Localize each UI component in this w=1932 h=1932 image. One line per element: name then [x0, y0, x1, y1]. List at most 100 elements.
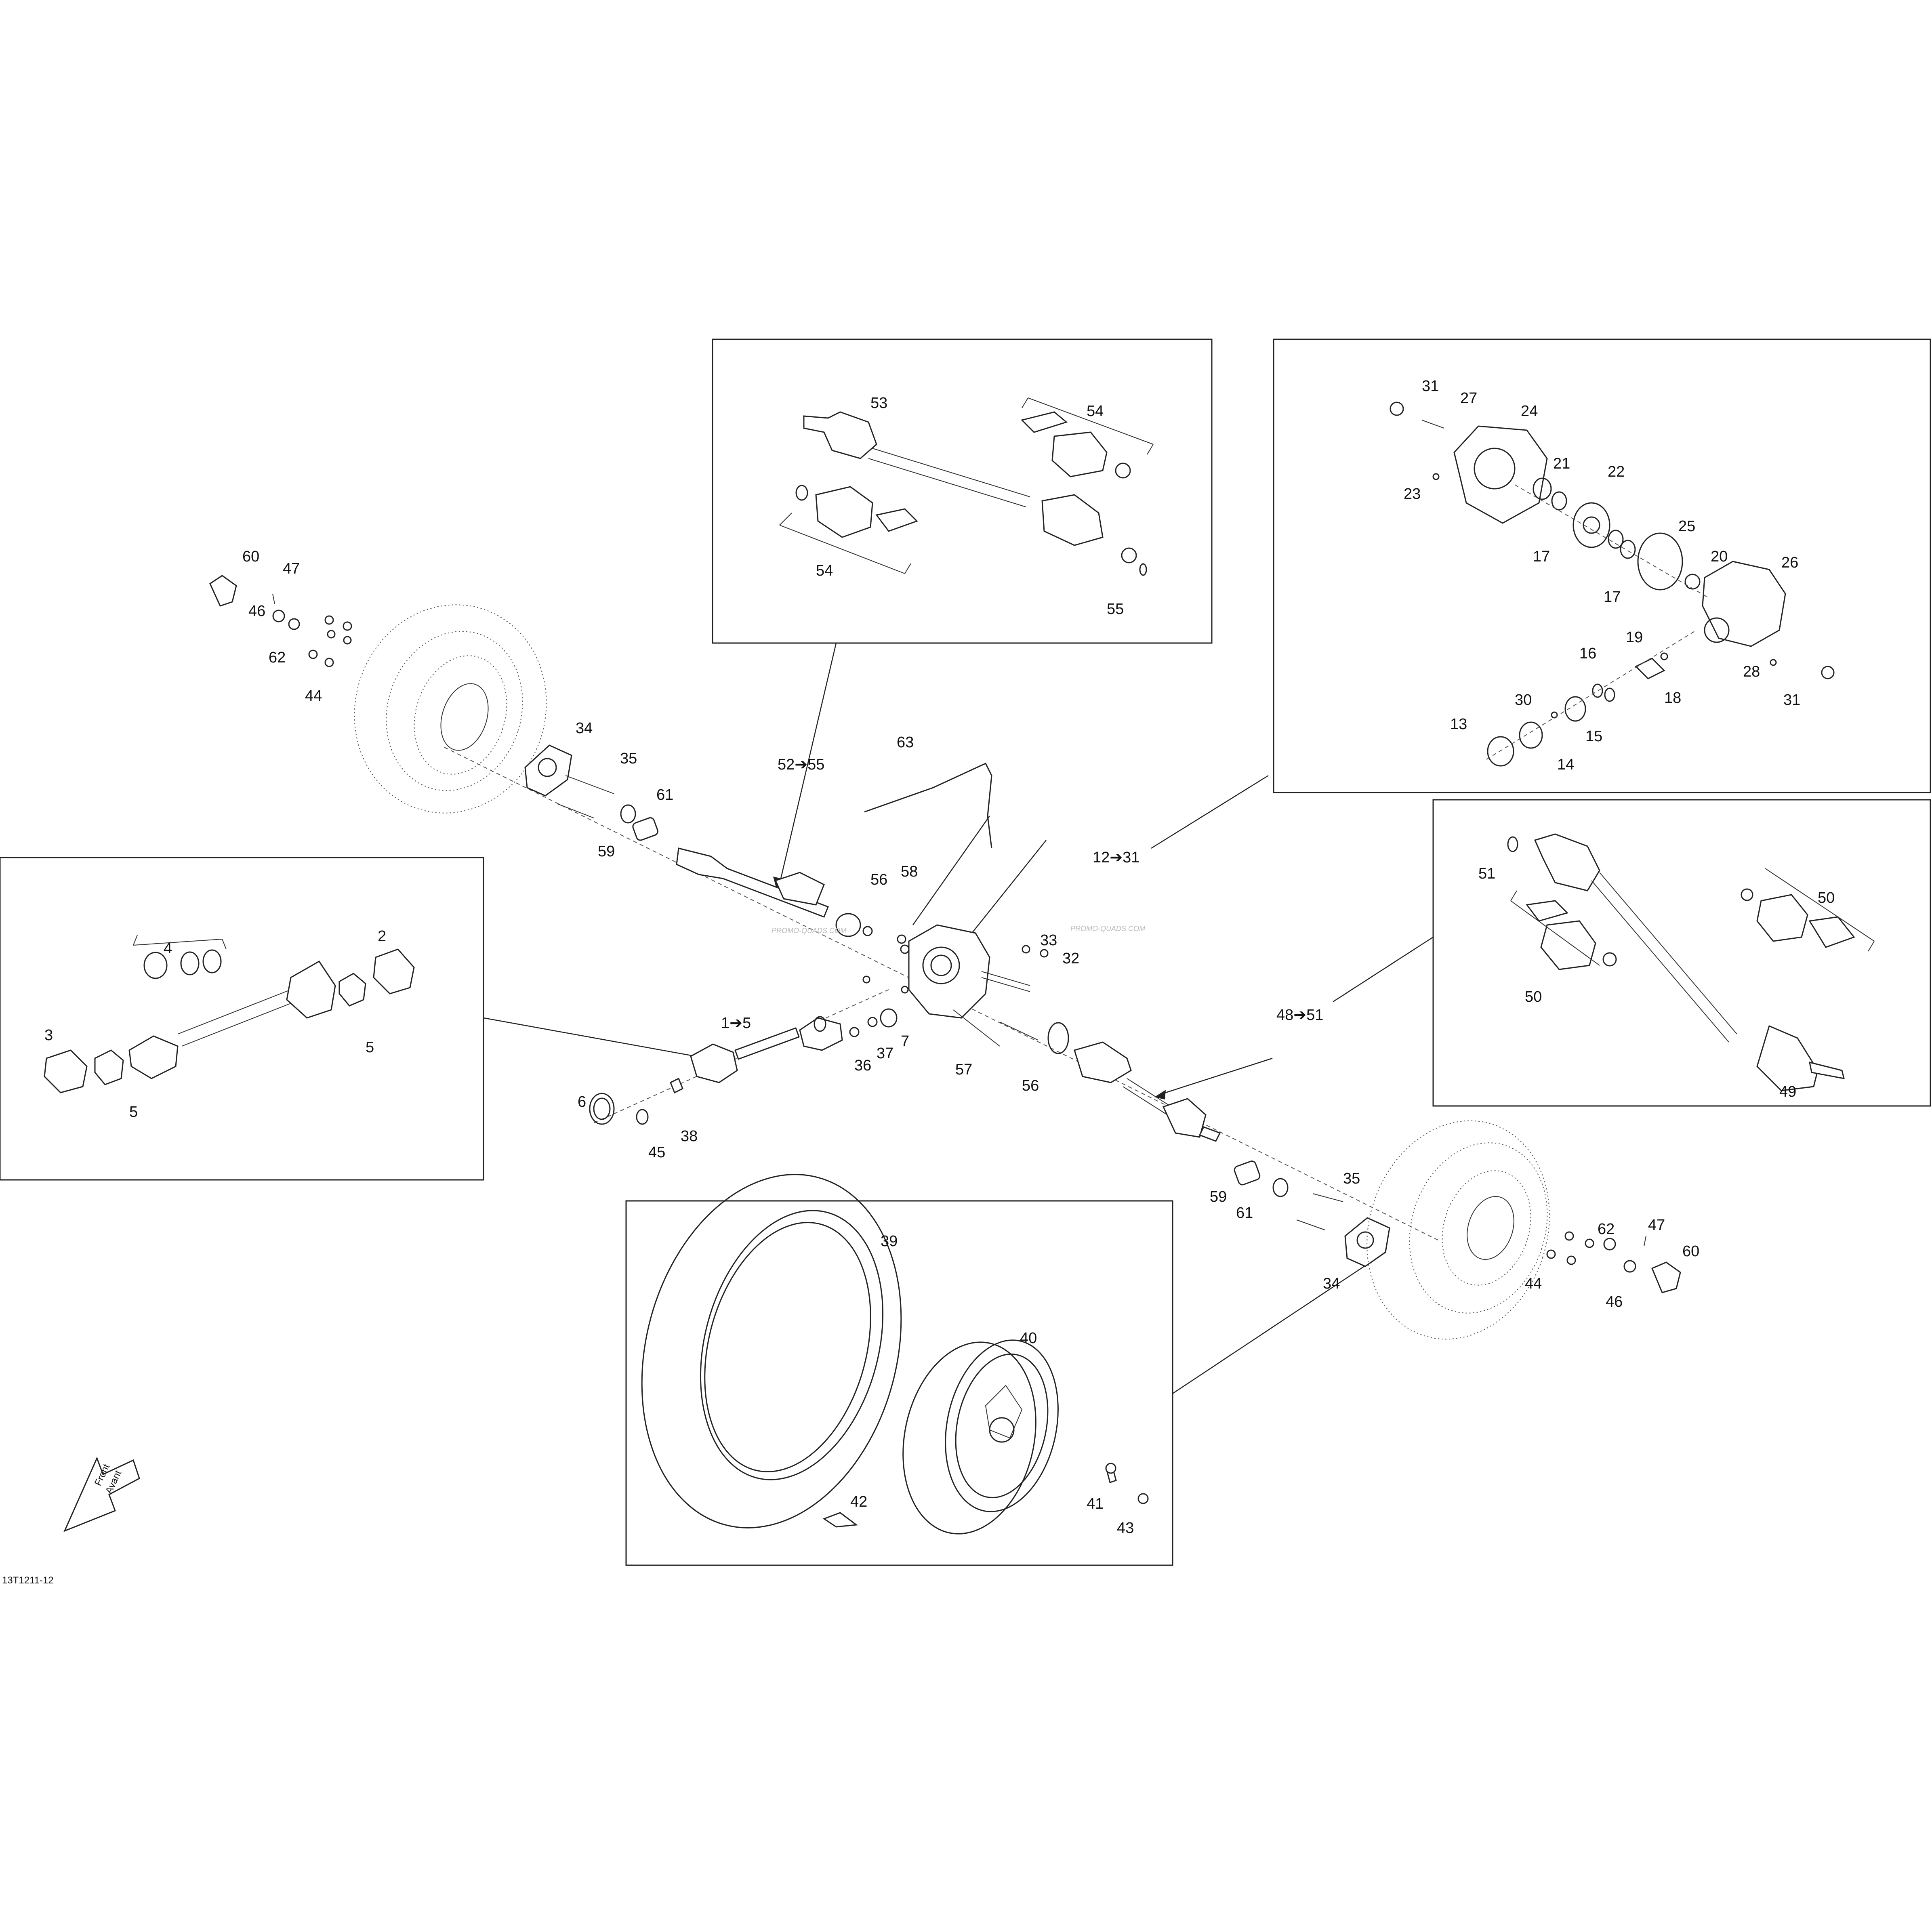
callout-56: 56 — [1022, 1077, 1039, 1094]
callout-30: 30 — [1515, 692, 1532, 708]
left-wheel-hardware — [209, 575, 352, 667]
right-wheel-hardware — [1546, 1231, 1681, 1293]
callout-37: 37 — [877, 1045, 893, 1062]
callout-26: 26 — [1781, 554, 1798, 571]
callout-47: 47 — [283, 560, 300, 577]
callout-21: 21 — [1553, 455, 1570, 472]
callout-3: 3 — [44, 1027, 53, 1044]
leader-inset-wheel — [1172, 1251, 1386, 1394]
left-bearing — [620, 804, 658, 841]
callout-17: 17 — [1604, 589, 1621, 605]
callout-14: 14 — [1557, 756, 1574, 773]
callout-63: 63 — [897, 734, 914, 751]
callout-50: 50 — [1818, 889, 1835, 906]
cv-joint-right-parts — [1507, 833, 1875, 1091]
callout-1-5: 1➔5 — [721, 1015, 751, 1032]
callout-18: 18 — [1664, 690, 1681, 706]
callout-25: 25 — [1678, 518, 1695, 535]
right-wheel — [1366, 1120, 1550, 1340]
propeller-shaft-parts — [44, 935, 415, 1093]
left-axle-shaft — [676, 847, 910, 954]
callout-43: 43 — [1117, 1520, 1134, 1537]
left-wheel-hub — [524, 744, 614, 818]
differential-bolts — [953, 945, 1049, 1047]
callout-2: 2 — [378, 928, 386, 945]
callout-58: 58 — [901, 863, 918, 880]
callout-42: 42 — [850, 1493, 867, 1510]
callout-44: 44 — [1525, 1275, 1542, 1292]
callout-34: 34 — [576, 720, 593, 737]
callout-22: 22 — [1608, 463, 1625, 480]
callout-24: 24 — [1521, 403, 1538, 420]
callout-60: 60 — [242, 548, 259, 565]
callout-4: 4 — [164, 940, 172, 957]
callout-28: 28 — [1743, 663, 1760, 680]
vent-tube — [864, 763, 992, 849]
callout-40: 40 — [1020, 1330, 1037, 1347]
callout-7: 7 — [901, 1033, 909, 1050]
callout-56: 56 — [870, 871, 887, 888]
front-direction-arrow: Front Avant — [63, 1457, 140, 1532]
callout-55: 55 — [1107, 601, 1124, 618]
callout-35: 35 — [1343, 1170, 1360, 1187]
diagram-reference-code: 13T1211-12 — [2, 1575, 54, 1586]
callout-49: 49 — [1779, 1083, 1796, 1100]
callout-6: 6 — [578, 1093, 586, 1110]
callout-17: 17 — [1533, 548, 1550, 565]
callout-labels: 60 47 46 62 44 34 35 61 59 53 54 54 55 6… — [44, 378, 1835, 1537]
callout-54: 54 — [1087, 403, 1104, 420]
callout-62: 62 — [1598, 1221, 1615, 1238]
leader-inset-cv-right — [1333, 936, 1434, 1003]
callout-5: 5 — [129, 1104, 138, 1121]
callout-53: 53 — [870, 395, 887, 412]
callout-41: 41 — [1087, 1495, 1104, 1512]
inset-box-propeller-shaft — [0, 857, 484, 1181]
callout-47: 47 — [1648, 1217, 1665, 1234]
wheel-tire-parts — [641, 1174, 1149, 1535]
callout-51: 51 — [1478, 865, 1495, 882]
callout-15: 15 — [1585, 728, 1602, 745]
callout-31: 31 — [1422, 378, 1439, 395]
leader-inset-differential — [1151, 775, 1269, 849]
propeller-shaft-main — [589, 1008, 898, 1125]
callout-33: 33 — [1040, 932, 1057, 949]
callout-39: 39 — [881, 1233, 898, 1250]
callout-34: 34 — [1323, 1275, 1340, 1292]
callout-20: 20 — [1711, 548, 1728, 565]
callout-61: 61 — [1236, 1205, 1253, 1221]
callout-35: 35 — [620, 750, 637, 767]
cv-joint-left-parts — [779, 397, 1154, 576]
callout-12-31: 12➔31 — [1093, 849, 1139, 866]
callout-46: 46 — [248, 603, 265, 620]
inset-box-cv-joint-right — [1432, 799, 1931, 1107]
callout-52-55: 52➔55 — [778, 756, 824, 773]
callout-44: 44 — [305, 687, 322, 704]
callout-27: 27 — [1460, 390, 1477, 407]
callout-13: 13 — [1450, 716, 1467, 733]
callout-32: 32 — [1062, 950, 1079, 967]
callout-59: 59 — [1210, 1188, 1227, 1205]
callout-19: 19 — [1626, 629, 1643, 646]
callout-61: 61 — [656, 786, 673, 803]
callout-59: 59 — [598, 843, 615, 860]
watermark: PROMO-QUADS.COM — [772, 927, 846, 935]
callout-38: 38 — [681, 1128, 698, 1145]
arrowhead-cv-right — [1154, 1090, 1166, 1099]
leader-inset-differential-2 — [965, 840, 1047, 942]
right-axle-shaft — [1047, 1022, 1221, 1142]
leader-inset-cv-right-2 — [1159, 1057, 1273, 1095]
leader-inset-propshaft — [483, 1017, 707, 1059]
watermark: PROMO-QUADS.COM — [1070, 925, 1145, 933]
callout-36: 36 — [854, 1057, 871, 1074]
callout-50: 50 — [1525, 988, 1542, 1005]
right-bearing — [1234, 1160, 1289, 1197]
inset-box-wheel-tire — [625, 1200, 1173, 1566]
callout-54: 54 — [816, 562, 833, 579]
differential-parts — [1390, 402, 1835, 767]
callout-23: 23 — [1404, 486, 1421, 502]
callout-48-51: 48➔51 — [1276, 1007, 1323, 1024]
leader-shaft-63 — [912, 816, 990, 925]
callout-5: 5 — [366, 1039, 374, 1056]
inset-box-differential — [1273, 338, 1931, 793]
